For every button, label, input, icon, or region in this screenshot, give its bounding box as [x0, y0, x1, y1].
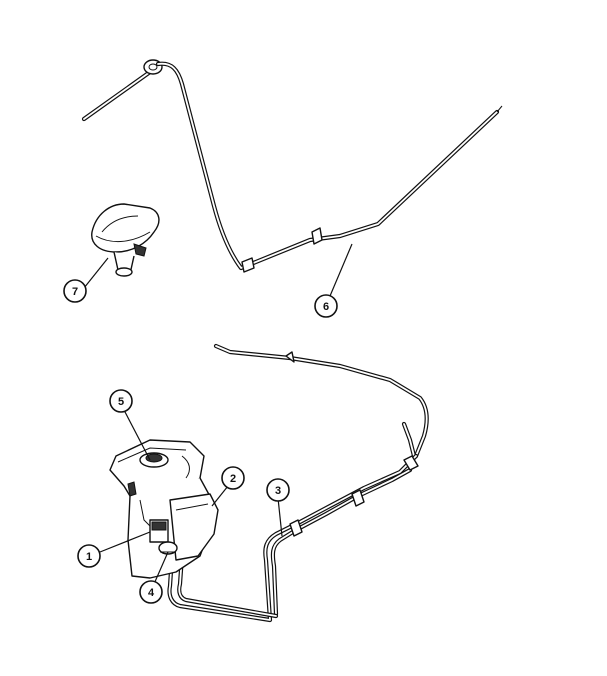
- callout-5-label: 5: [118, 396, 124, 408]
- leader-6: [329, 243, 353, 297]
- callout-2: 2: [221, 466, 245, 490]
- leader-4: [153, 551, 169, 585]
- callout-3-circle: [266, 478, 290, 502]
- callout-4-label: 4: [148, 587, 155, 599]
- callout-1: 1: [77, 544, 101, 568]
- callout-1-label: 1: [86, 551, 92, 563]
- leader-1: [99, 531, 151, 553]
- leader-3: [277, 497, 283, 537]
- leader-5: [123, 409, 151, 461]
- callout-5: 5: [109, 389, 133, 413]
- callout-6-label: 6: [323, 301, 329, 313]
- callout-3: 3: [266, 478, 290, 502]
- callout-3-label: 3: [275, 485, 281, 497]
- callout-5-circle: [109, 389, 133, 413]
- front-washer-hose: [167, 343, 429, 623]
- callout-4: 4: [139, 580, 163, 604]
- callout-2-label: 2: [230, 473, 236, 485]
- callout-7: 7: [63, 279, 87, 303]
- rear-washer-hose: [81, 59, 503, 273]
- callout-7-label: 7: [72, 286, 78, 298]
- callout-7-circle: [63, 279, 87, 303]
- leader-lines: [83, 243, 353, 585]
- washer-reservoir: [109, 439, 219, 579]
- leader-2: [211, 485, 229, 507]
- callout-6: 6: [314, 294, 338, 318]
- callout-1-circle: [77, 544, 101, 568]
- callout-4-circle: [139, 580, 163, 604]
- leader-7: [83, 257, 109, 289]
- callout-6-circle: [314, 294, 338, 318]
- callout-2-circle: [221, 466, 245, 490]
- washer-nozzle: [91, 203, 160, 277]
